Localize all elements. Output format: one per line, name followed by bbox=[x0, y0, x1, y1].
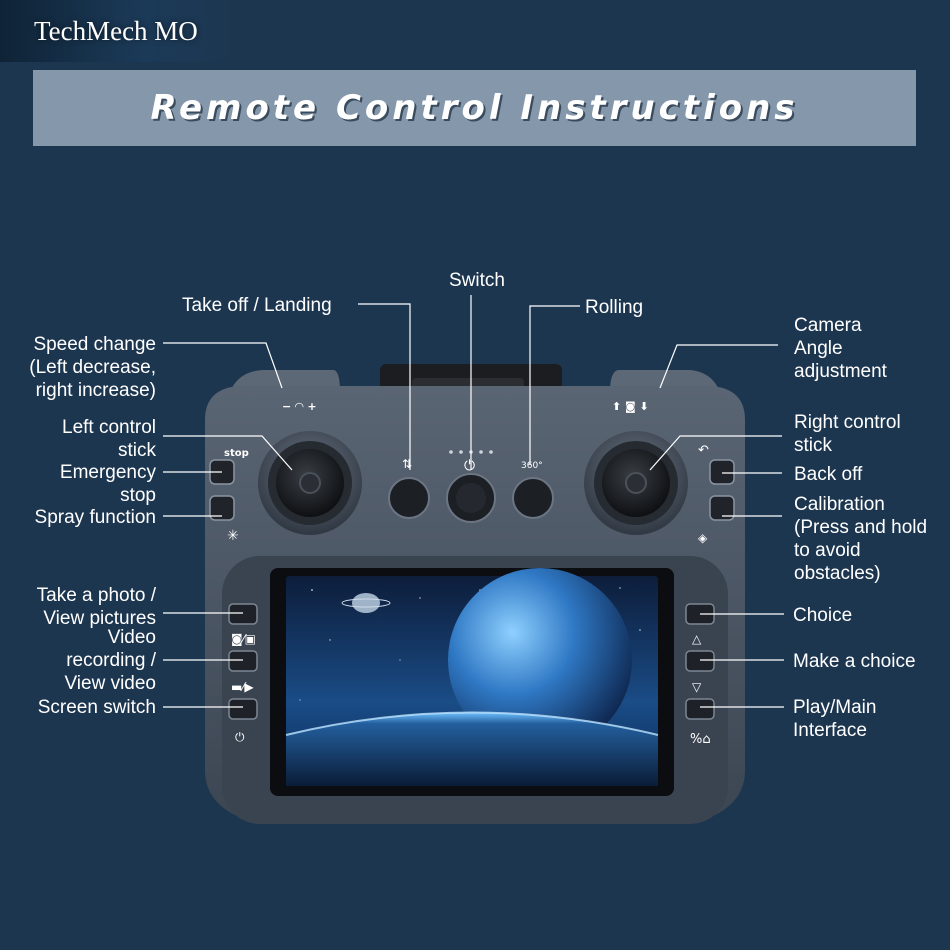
play-main-button bbox=[685, 698, 715, 720]
calibration-button bbox=[709, 495, 735, 521]
label-emergency-stop: Emergency stop bbox=[59, 462, 156, 506]
label-left-control-stick: Left control stick bbox=[62, 417, 156, 461]
down-arrow-icon: ▽ bbox=[692, 680, 702, 694]
spray-function-button bbox=[209, 495, 235, 521]
brand-watermark: TechMech MO bbox=[0, 0, 238, 62]
power-icon: ⏻ bbox=[464, 458, 475, 474]
label-play-main-interface: Play/Main Interface bbox=[793, 697, 877, 741]
label-speed-change: Speed change (Left decrease, right incre… bbox=[29, 334, 156, 401]
calibration-icon: ◈ bbox=[698, 531, 708, 545]
play-home-icon: %⌂ bbox=[690, 732, 711, 747]
back-icon: ↶ bbox=[698, 443, 709, 458]
label-choice: Choice bbox=[793, 605, 853, 626]
status-leds bbox=[449, 450, 493, 454]
video-button bbox=[228, 650, 258, 672]
label-make-a-choice: Make a choice bbox=[793, 651, 916, 672]
title-banner: Remote Control Instructions bbox=[33, 70, 916, 146]
label-back-off: Back off bbox=[794, 464, 863, 485]
page-title: Remote Control Instructions bbox=[150, 88, 799, 128]
label-camera-angle: Camera Angle adjustment bbox=[794, 315, 887, 382]
takeoff-landing-button bbox=[388, 477, 430, 519]
photo-button bbox=[228, 603, 258, 625]
spray-icon: ✳ bbox=[227, 528, 239, 544]
up-arrow-icon: △ bbox=[692, 632, 702, 646]
ringed-planet bbox=[352, 593, 380, 613]
label-right-control-stick: Right control stick bbox=[794, 412, 901, 456]
label-take-photo: Take a photo / View pictures bbox=[36, 585, 156, 629]
label-take-off-landing: Take off / Landing bbox=[182, 295, 332, 316]
label-screen-switch: Screen switch bbox=[37, 697, 156, 718]
back-off-button bbox=[709, 459, 735, 485]
screen-switch-icon: ⏻ bbox=[235, 730, 245, 744]
label-switch: Switch bbox=[449, 270, 505, 291]
make-choice-button bbox=[685, 650, 715, 672]
speed-change-mark: − ◠ + bbox=[282, 400, 317, 413]
rolling-button bbox=[512, 477, 554, 519]
rotation-360-icon: 360° bbox=[521, 461, 543, 471]
screen-switch-button bbox=[228, 698, 258, 720]
camera-angle-mark: ⬆ ◙ ⬇ bbox=[612, 400, 649, 413]
label-spray-function: Spray function bbox=[34, 507, 156, 528]
video-icon: ▬⁄▶ bbox=[231, 680, 254, 694]
earth-horizon bbox=[286, 712, 658, 786]
label-video-recording: Video recording / View video bbox=[64, 627, 156, 694]
photo-icon: ◙⁄▣ bbox=[231, 632, 256, 646]
blue-planet bbox=[448, 568, 632, 752]
label-calibration: Calibration (Press and hold to avoid obs… bbox=[794, 494, 928, 584]
takeoff-landing-icon: ⇅ bbox=[402, 457, 412, 471]
stop-mark: stop bbox=[224, 448, 249, 459]
label-rolling: Rolling bbox=[585, 297, 644, 318]
